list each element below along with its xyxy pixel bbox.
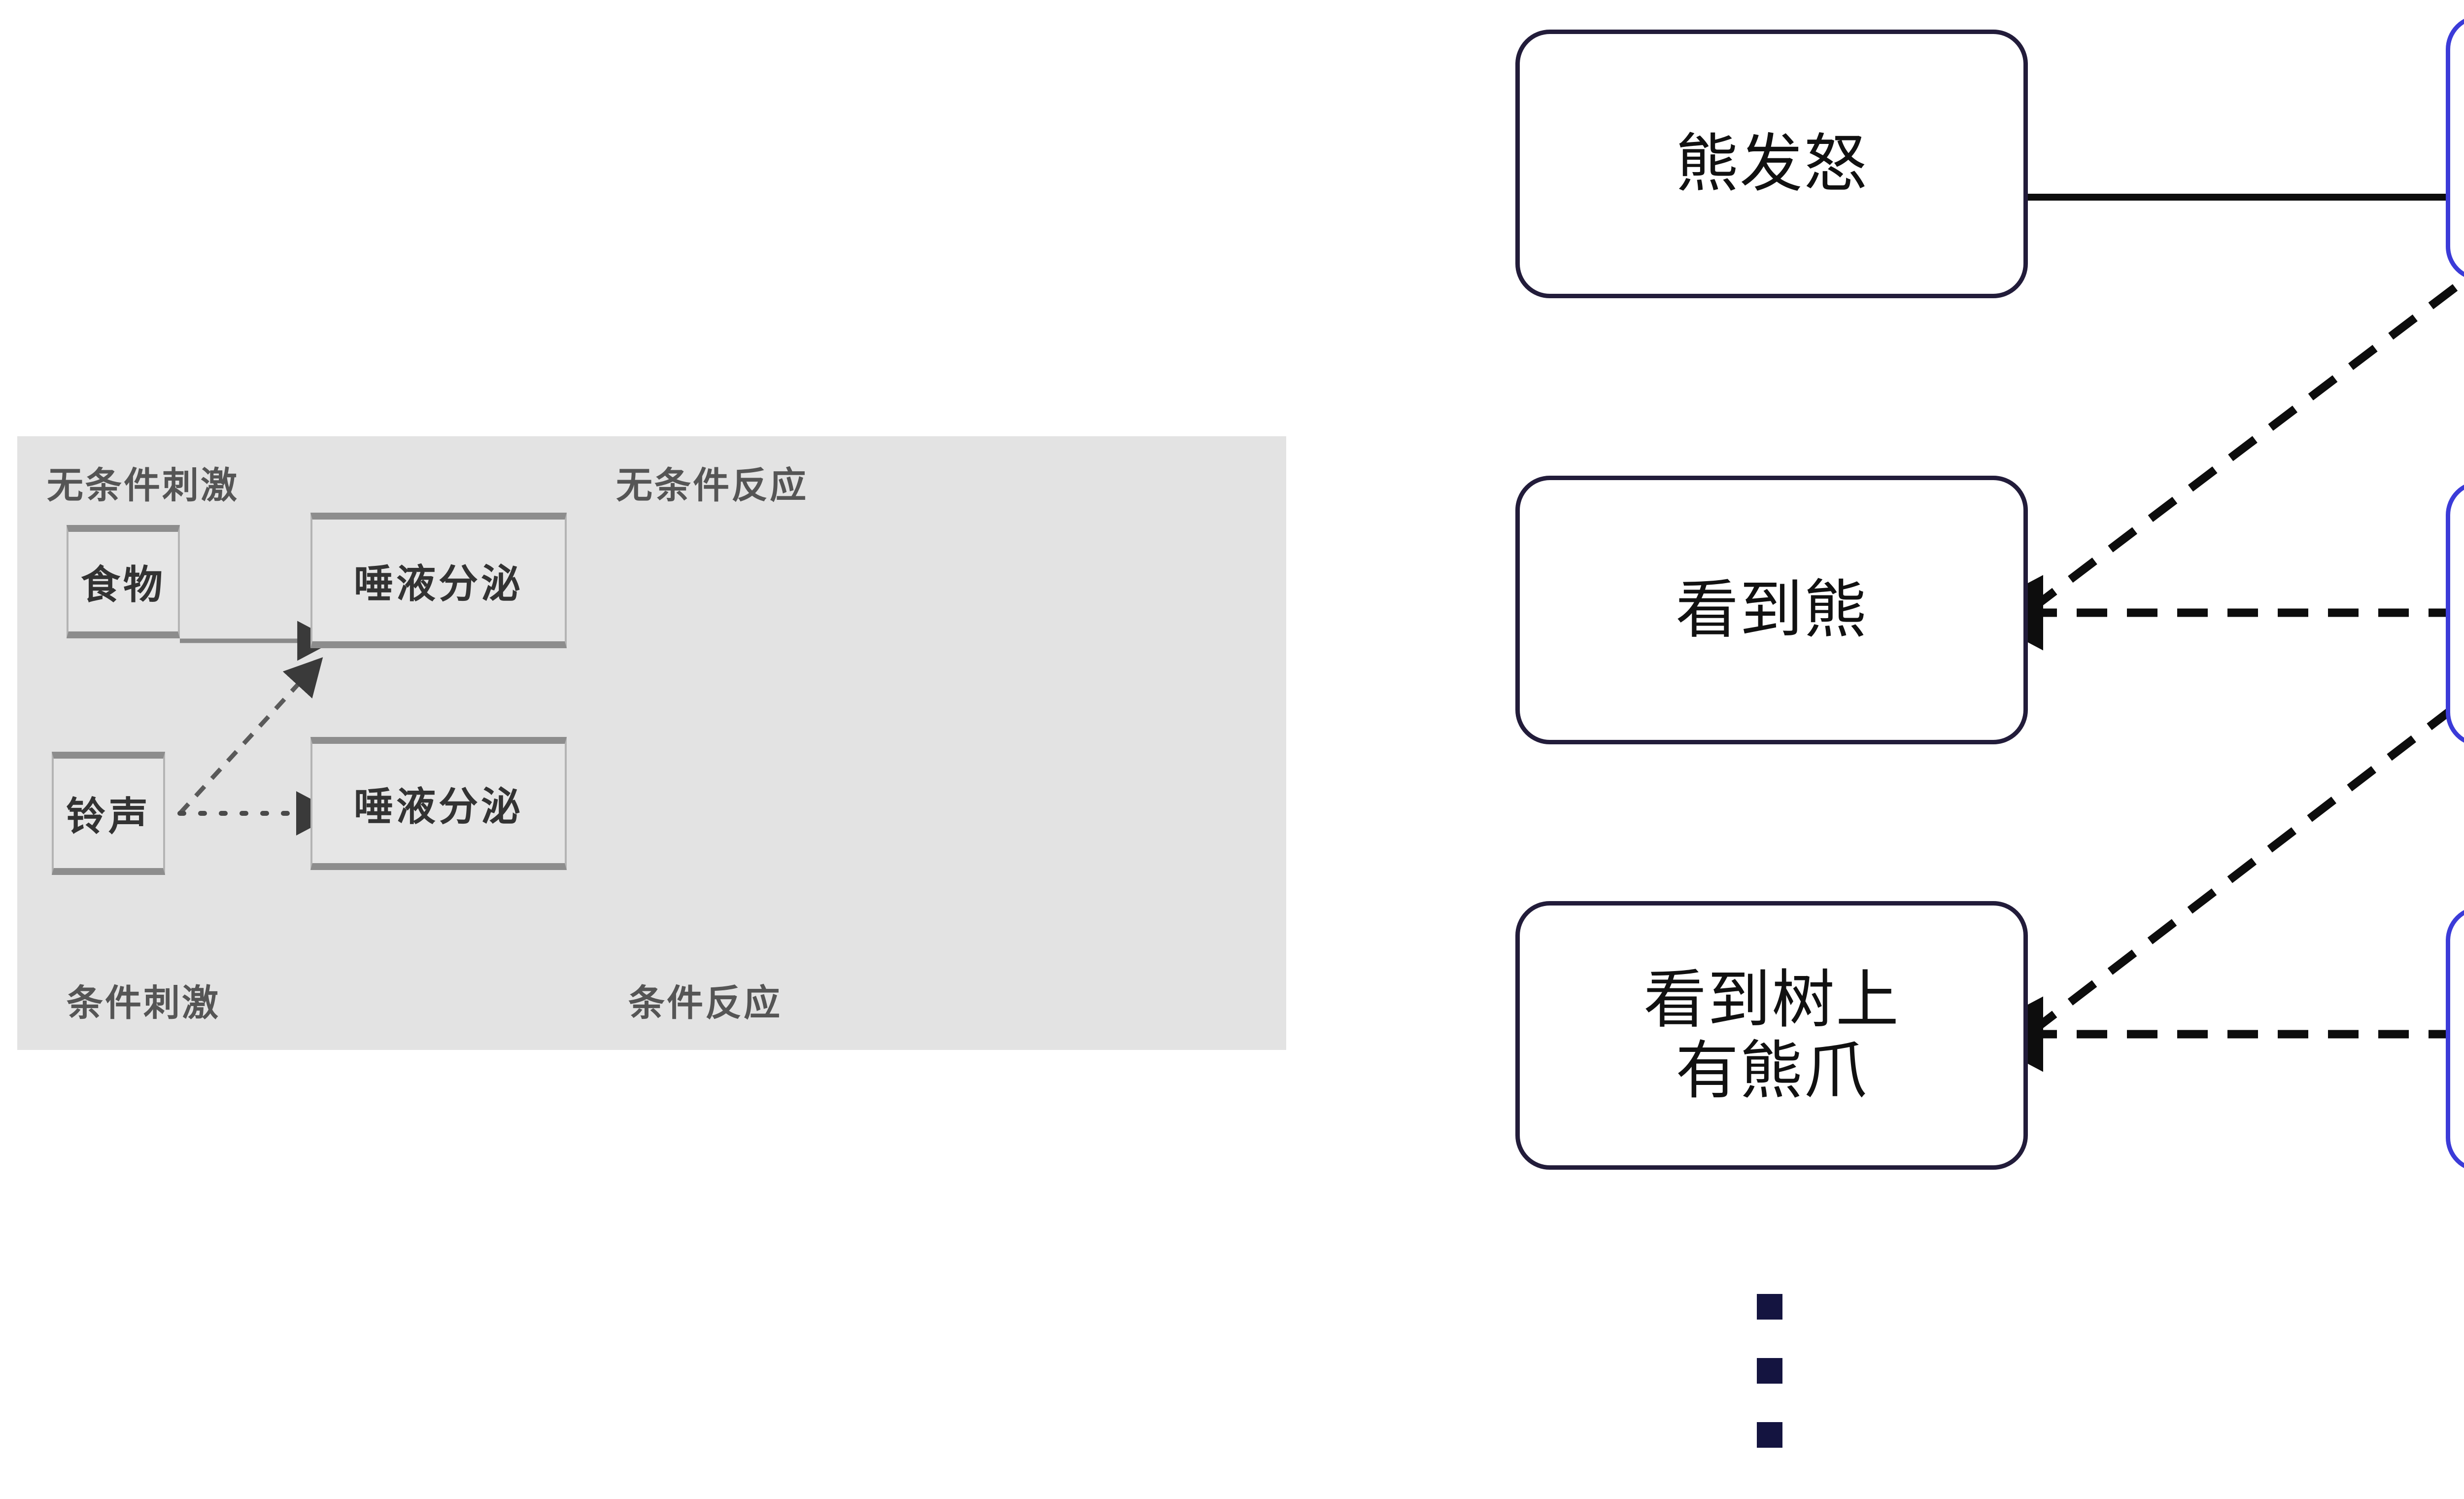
- ellipsis-dot-left-2: [1757, 1358, 1782, 1384]
- arrow-claw-marks-to-v-s-next: [2027, 695, 2464, 1036]
- box-food-label: 食物: [81, 563, 166, 607]
- classical-conditioning-arrows: [177, 621, 338, 836]
- node-claw-marks: 看到树上 有熊爪: [1515, 901, 2028, 1170]
- ellipsis-dot-left-1: [1757, 1294, 1782, 1320]
- box-salivation-unconditioned-label: 唾液分泌: [354, 561, 523, 606]
- ellipsis-dot-left-3: [1757, 1422, 1782, 1448]
- node-see-bear-label: 看到熊: [1675, 574, 1868, 645]
- label-unconditioned-response: 无条件反应: [616, 465, 808, 506]
- node-v-s-next: V(s′): [2446, 481, 2464, 747]
- arrow-see-bear-to-reward: [2027, 275, 2464, 613]
- label-conditioned-response: 条件反应: [628, 982, 782, 1023]
- node-claw-marks-label: 看到树上 有熊爪: [1643, 965, 1900, 1106]
- label-conditioned-stimulus: 条件刺激: [67, 982, 220, 1023]
- box-salivation-conditioned: 唾液分泌: [310, 737, 567, 870]
- classical-conditioning-panel: 无条件刺激 无条件反应 条件刺激 条件反应 食物 唾液分泌 铃声 唾液分泌: [17, 436, 1286, 1050]
- arrow-bell-to-saliva-top: [178, 657, 323, 815]
- label-unconditioned-stimulus: 无条件刺激: [47, 465, 239, 506]
- node-v-s: V(s): [2446, 906, 2464, 1172]
- box-bell-label: 铃声: [66, 795, 151, 838]
- node-bear-angry: 熊发怒: [1515, 30, 2028, 298]
- node-reward: 奖励: [2446, 15, 2464, 281]
- box-food: 食物: [67, 525, 180, 638]
- box-salivation-unconditioned: 唾液分泌: [310, 513, 567, 648]
- box-bell: 铃声: [52, 752, 165, 875]
- box-salivation-conditioned-label: 唾液分泌: [354, 785, 523, 829]
- node-see-bear: 看到熊: [1515, 476, 2028, 744]
- node-bear-angry-label: 熊发怒: [1675, 128, 1868, 199]
